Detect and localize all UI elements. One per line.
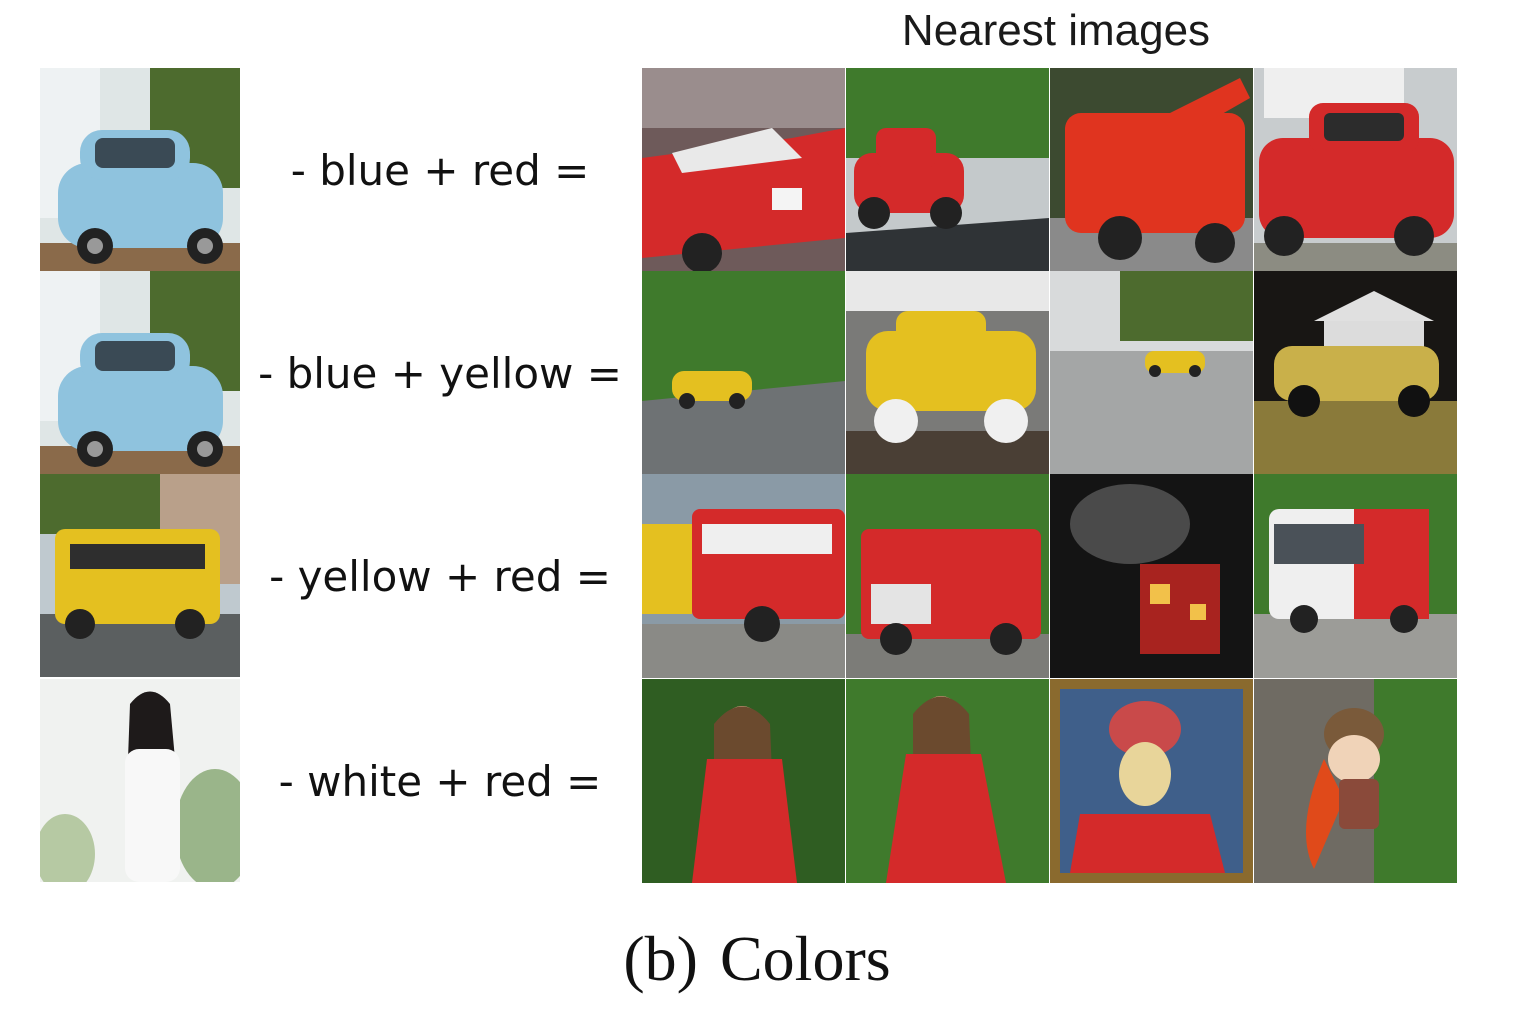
- result-image: [1254, 474, 1457, 678]
- result-image: [642, 474, 845, 678]
- operation-label: - blue + yellow =: [258, 348, 622, 398]
- caption-label: (b): [623, 923, 698, 994]
- query-image: [40, 474, 240, 677]
- nearest-images-heading: Nearest images: [901, 6, 1211, 55]
- figure-caption: (b) Colors: [0, 922, 1514, 996]
- analogy-row: - yellow + red =: [0, 474, 1514, 678]
- query-image: [40, 68, 240, 271]
- result-image: [1050, 68, 1253, 272]
- result-image: [1050, 474, 1253, 678]
- analogy-row: - blue + yellow =: [0, 271, 1514, 475]
- result-image: [1050, 679, 1253, 883]
- result-image: [642, 271, 845, 475]
- result-image: [846, 68, 1049, 272]
- result-image: [1254, 679, 1457, 883]
- operation-label: - white + red =: [278, 756, 602, 806]
- result-image: [1254, 68, 1457, 272]
- caption-text: Colors: [719, 923, 891, 994]
- result-image: [1254, 271, 1457, 475]
- query-image: [40, 679, 240, 882]
- result-strip: [642, 68, 1458, 272]
- result-image: [1050, 271, 1253, 475]
- result-image: [642, 68, 845, 272]
- operation-label: - yellow + red =: [269, 551, 611, 601]
- result-image: [846, 679, 1049, 883]
- analogy-row: - blue + red =: [0, 68, 1514, 272]
- operation-label: - blue + red =: [290, 145, 590, 195]
- result-image: [846, 271, 1049, 475]
- result-strip: [642, 271, 1458, 475]
- analogy-row: - white + red =: [0, 679, 1514, 883]
- result-image: [642, 679, 845, 883]
- result-strip: [642, 474, 1458, 678]
- result-image: [846, 474, 1049, 678]
- result-strip: [642, 679, 1458, 883]
- query-image: [40, 271, 240, 474]
